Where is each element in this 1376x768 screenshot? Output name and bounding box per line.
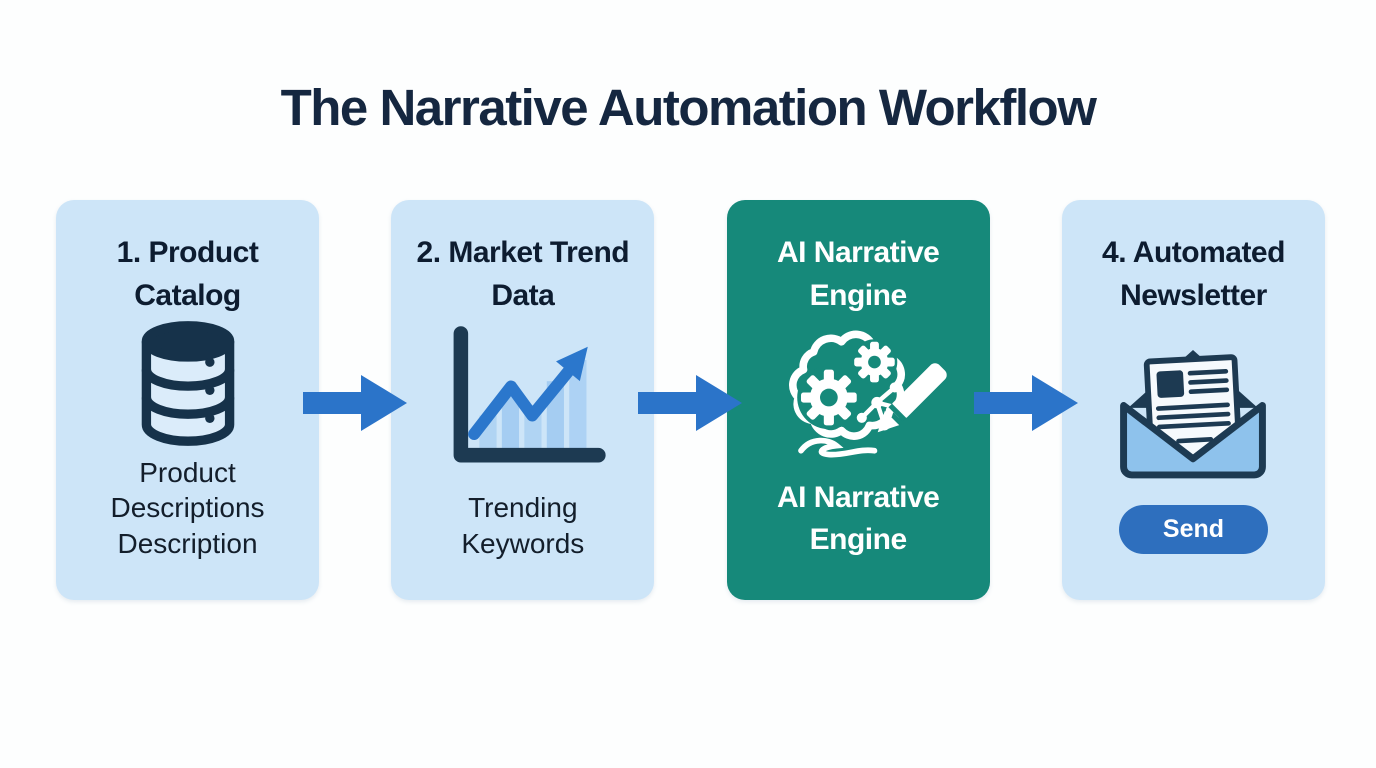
step-subtitle: Product Descriptions Description: [110, 456, 265, 560]
step-subtitle: AI Narrative Engine: [776, 480, 940, 557]
page-title: The Narrative Automation Workflow: [280, 79, 1097, 136]
database-icon: [136, 318, 240, 453]
workflow-flow: 1. Product Catalog Product Descriptions …: [56, 200, 1325, 600]
step-card-product-catalog: 1. Product Catalog Product Descriptions …: [56, 200, 319, 600]
send-button[interactable]: Send: [1118, 505, 1269, 554]
step-card-automated-newsletter: 4. Automated Newsletter: [1061, 200, 1325, 600]
arrow-right-icon: [974, 375, 1078, 431]
step-title: 2. Market Trend Data: [416, 236, 630, 312]
step-title: AI Narrative Engine: [776, 236, 940, 312]
newsletter-envelope-icon: [1112, 336, 1274, 487]
arrow-right-icon: [638, 375, 742, 431]
arrow-right-icon: [303, 375, 407, 431]
ai-brain-pen-icon: [763, 319, 953, 476]
step-title: 1. Product Catalog: [116, 236, 259, 312]
step-card-ai-narrative-engine: AI Narrative Engine: [726, 200, 990, 600]
trend-chart-icon: [437, 323, 609, 484]
step-subtitle: Trending Keywords: [461, 492, 585, 560]
step-title: 4. Automated Newsletter: [1102, 236, 1285, 312]
step-card-market-trend-data: 2. Market Trend Data Trending Keywor: [391, 200, 655, 600]
